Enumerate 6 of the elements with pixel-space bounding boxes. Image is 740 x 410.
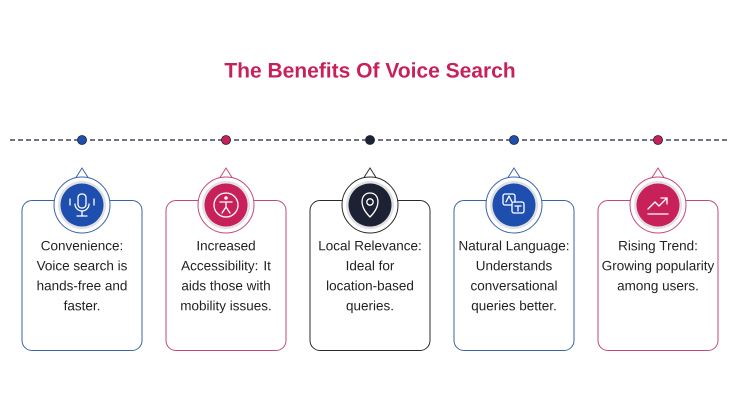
benefit-card: Natural Language: Understands conversational queries better. <box>454 200 574 351</box>
title: The Benefits Of Voice Search <box>224 62 514 78</box>
benefit-card: Local Relevance: Ideal for location-based queries. <box>310 200 430 351</box>
benefit-card: Increased Accessibility: It aids those with mobility issues. <box>166 200 286 351</box>
benefit-card: Convenience: Voice search is hands-free and faster. <box>22 200 142 351</box>
benefit-card: Rising Trend: Growing popularity among users. <box>598 200 718 351</box>
